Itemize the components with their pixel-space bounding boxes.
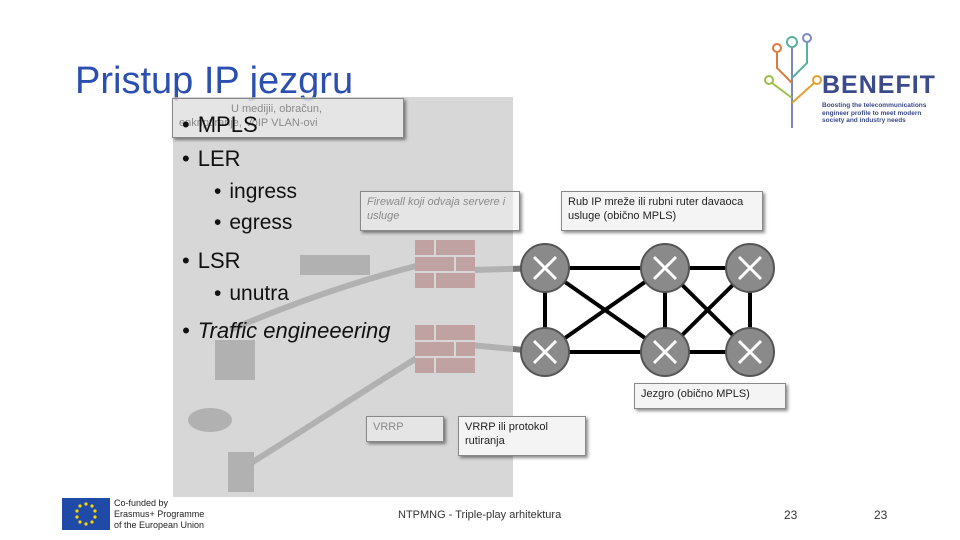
callout-vrrp-routing: VRRP ili protokol rutiranja [458, 416, 586, 456]
benefit-logo-text: BENEFIT [822, 71, 936, 99]
footer-text: NTPMNG - Triple-play arhitektura [398, 509, 562, 521]
eu-line: Erasmus+ Programme [114, 509, 205, 519]
bullet-ingress: ingress [214, 180, 297, 204]
tagline-line: Boosting the telecommunications [822, 102, 927, 109]
bullet-egress: egress [214, 211, 292, 235]
tagline-line: society and industry needs [822, 117, 906, 124]
router-icon [725, 243, 775, 293]
bullet-traffic-engineering: Traffic engineeering [182, 318, 391, 344]
tagline-line: engineer profile to meet modern [822, 109, 922, 117]
eu-cofunded-logo: Co-funded by Erasmus+ Programme of the E… [62, 496, 232, 532]
page-number: 23 [874, 508, 888, 522]
slide-title: Pristup IP jezgru [75, 60, 354, 102]
eu-line: Co-funded by [114, 498, 169, 508]
callout-edge-router: Rub IP mreže ili rubni ruter davaoca usl… [561, 191, 763, 231]
router-icon [725, 327, 775, 377]
callout-core: Jezgro (obično MPLS) [634, 383, 786, 409]
eu-flag-icon [62, 498, 110, 530]
router-icon [640, 327, 690, 377]
bullet-lsr: LSR [182, 248, 241, 274]
routers [520, 243, 775, 377]
router-icon [640, 243, 690, 293]
circuit-tree-icon [764, 33, 822, 128]
eu-cofunded-text: Co-funded by Erasmus+ Programme of the E… [114, 498, 204, 531]
benefit-logo: BENEFIT Boosting the telecommunications … [762, 28, 947, 133]
eu-line: of the European Union [114, 520, 205, 530]
callout-vrrp: VRRP [366, 416, 444, 442]
bullet-ler: LER [182, 146, 241, 172]
router-icon [520, 327, 570, 377]
callout-firewall: Firewall koji odvaja servere i usluge [360, 191, 520, 231]
page-number: 23 [784, 508, 798, 522]
bullet-mpls: MPLS [182, 112, 258, 138]
bullet-unutra: unutra [214, 282, 289, 306]
benefit-tagline: Boosting the telecommunications engineer… [822, 102, 926, 125]
router-icon [520, 243, 570, 293]
